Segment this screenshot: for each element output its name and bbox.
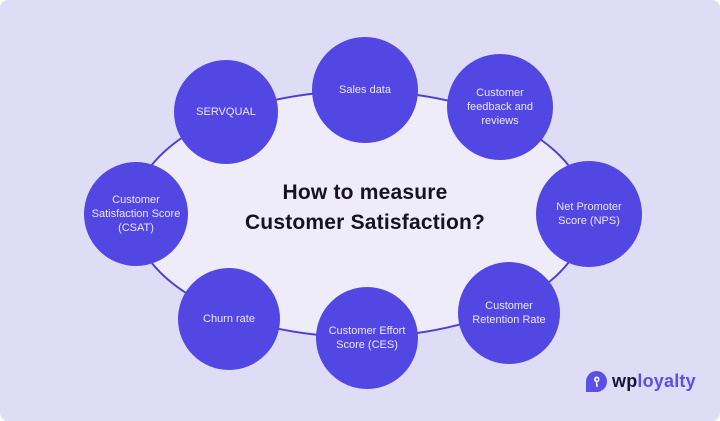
title-line-2: Customer Satisfaction?	[244, 211, 486, 234]
node-label: Net Promoter Score (NPS)	[556, 200, 622, 227]
node-label: Customer Retention Rate	[472, 299, 546, 326]
wployalty-logo: wployalty	[586, 371, 696, 392]
logo-text-wp: wp	[612, 371, 638, 391]
node-label: Sales data	[339, 83, 391, 96]
node-label: Churn rate	[203, 312, 255, 325]
diagram-node-churn-rate: Churn rate	[178, 268, 280, 370]
diagram-node-servqual: SERVQUAL	[174, 60, 278, 164]
logo-text-loyalty: loyalty	[637, 371, 696, 391]
node-label: Customer Satisfaction Score (CSAT)	[91, 193, 181, 235]
diagram-title: How to measure Customer Satisfaction?	[150, 178, 580, 238]
diagram-node-ces: Customer Effort Score (CES)	[316, 287, 418, 389]
diagram-node-nps: Net Promoter Score (NPS)	[536, 161, 642, 267]
key-icon	[586, 371, 607, 392]
node-label: Customer feedback and reviews	[466, 86, 534, 128]
node-label: Customer Effort Score (CES)	[328, 324, 406, 351]
node-label: SERVQUAL	[196, 105, 256, 118]
diagram-node-retention-rate: Customer Retention Rate	[458, 262, 560, 364]
diagram-node-sales-data: Sales data	[312, 37, 418, 143]
title-line-1: How to measure	[282, 181, 448, 204]
diagram-node-customer-feedback: Customer feedback and reviews	[447, 54, 553, 160]
logo-text: wployalty	[612, 371, 696, 392]
diagram-node-csat: Customer Satisfaction Score (CSAT)	[84, 162, 188, 266]
